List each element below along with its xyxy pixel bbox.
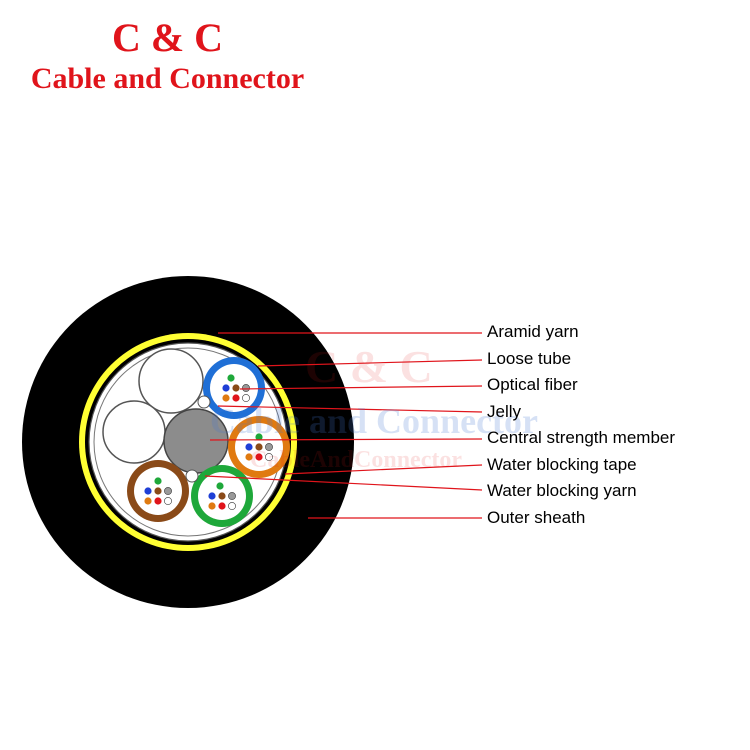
label-water-blocking-tape: Water blocking tape xyxy=(487,455,637,474)
label-optical-fiber: Optical fiber xyxy=(487,375,578,394)
leader-line-loose-tube xyxy=(257,359,483,367)
label-water-blocking-yarn: Water blocking yarn xyxy=(487,481,637,500)
loose-tube-green xyxy=(191,465,253,527)
water-blocking-yarn xyxy=(185,469,199,483)
central-strength-member xyxy=(163,408,229,474)
leader-line-water-blocking-tape xyxy=(284,464,483,475)
brand-subtitle: Cable and Connector xyxy=(30,62,305,95)
leader-line-optical-fiber xyxy=(239,385,483,390)
loose-tube-brown xyxy=(127,460,189,522)
loose-tube-orange xyxy=(228,416,290,478)
brand-name: C & C xyxy=(111,15,224,60)
leader-line-water-blocking-yarn xyxy=(204,475,483,491)
label-central-strength-member: Central strength member xyxy=(487,428,676,447)
loose-tube-blue xyxy=(203,357,265,419)
water-blocking-yarn xyxy=(197,395,211,409)
label-loose-tube: Loose tube xyxy=(487,349,572,368)
label-jelly: Jelly xyxy=(487,402,522,421)
leader-line-jelly xyxy=(217,405,483,413)
filler-rod xyxy=(138,348,204,414)
label-outer-sheath: Outer sheath xyxy=(487,508,586,527)
filler-rod xyxy=(102,400,166,464)
label-aramid-yarn: Aramid yarn xyxy=(487,322,579,341)
leader-line-central-strength-member xyxy=(209,438,483,441)
